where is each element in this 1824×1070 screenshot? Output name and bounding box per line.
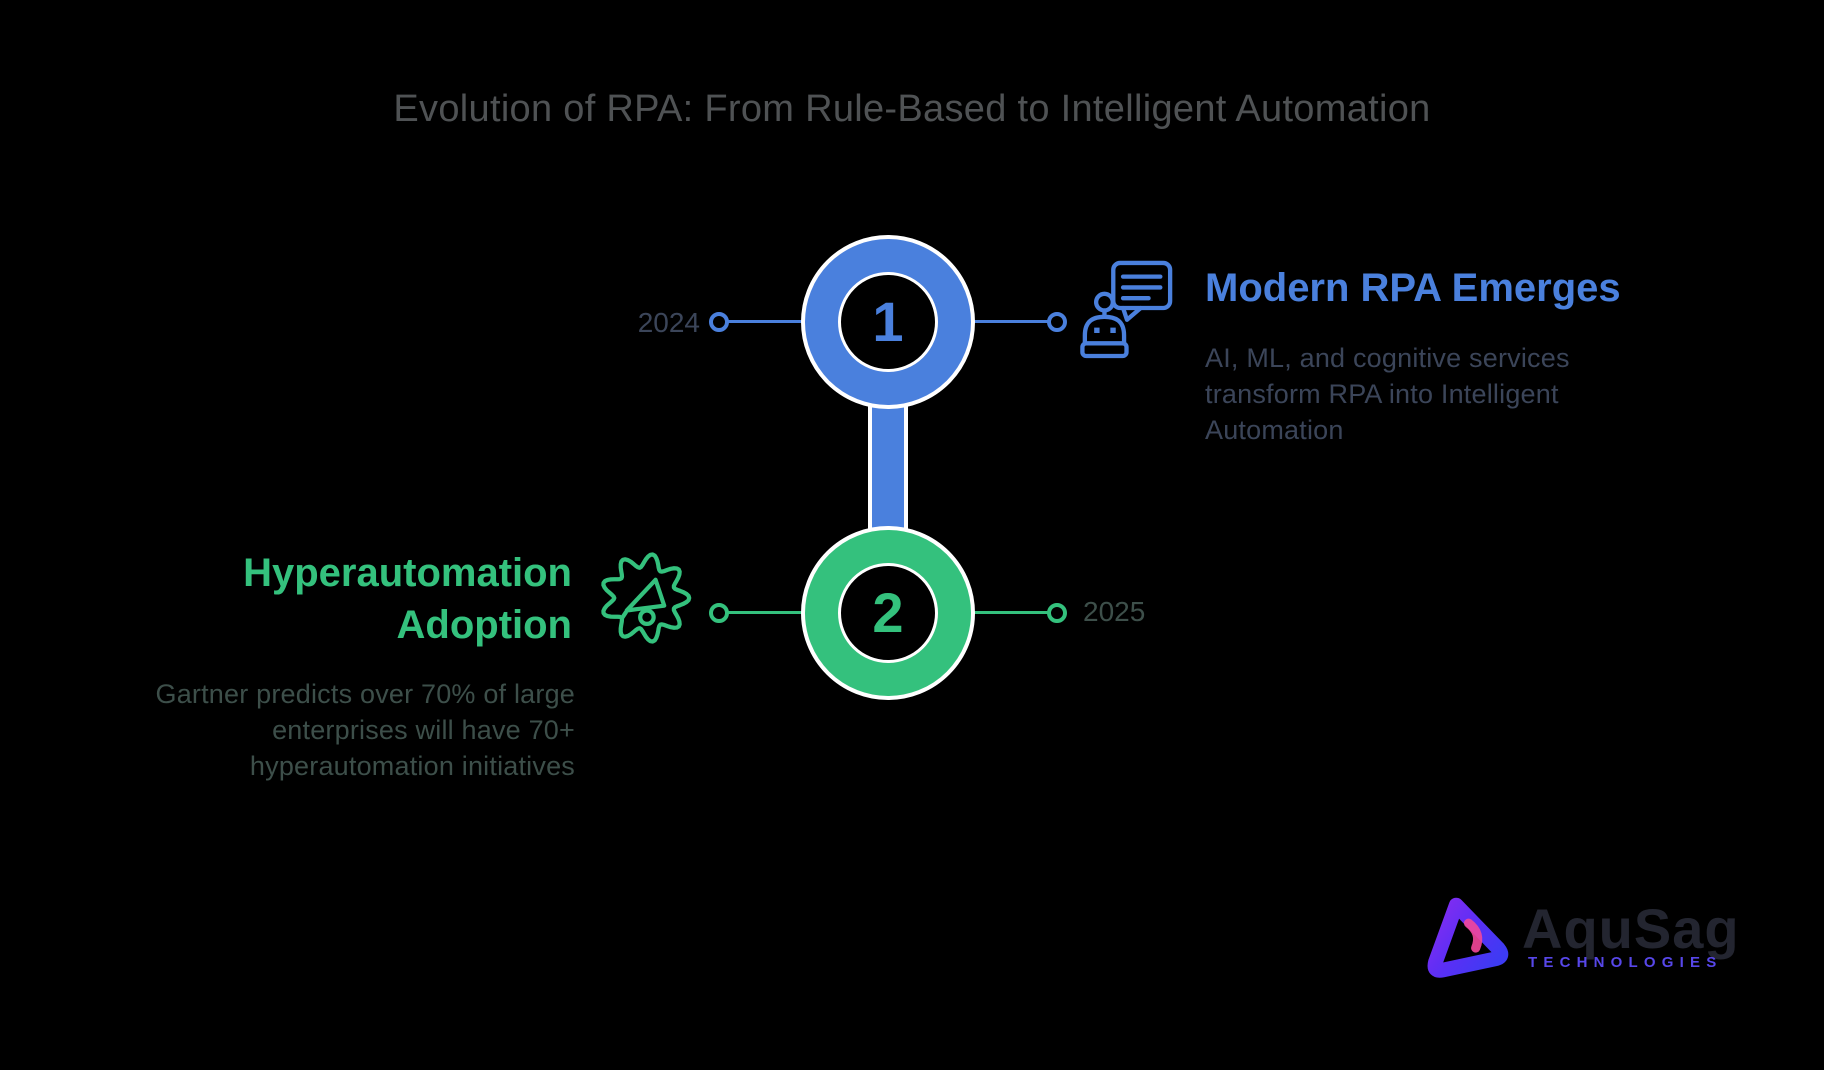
robot-base	[1080, 341, 1129, 359]
timeline-node-1-center: 1	[838, 272, 938, 372]
step1-description: AI, ML, and cognitive services transform…	[1205, 343, 1570, 445]
step-number: 1	[872, 290, 904, 353]
timeline-node-2-center: 2	[838, 563, 938, 663]
megaphone-handle	[638, 608, 656, 627]
logo-wordmark: AquSag	[1522, 897, 1740, 960]
robot-chat-icon	[1080, 260, 1173, 359]
step1-right-dot	[1047, 312, 1067, 332]
step1-left-line	[726, 320, 802, 323]
gear-outline	[601, 552, 692, 644]
logo-pink-accent	[1463, 918, 1483, 953]
gear-megaphone-icon	[601, 552, 692, 644]
step1-heading: Modern RPA Emerges	[1205, 266, 1621, 310]
timeline-node-1: 1	[801, 235, 975, 409]
logo-subtitle: TECHNOLOGIES	[1528, 954, 1723, 971]
timeline-node-2: 2	[801, 526, 975, 700]
step2-right-dot	[1047, 603, 1067, 623]
step2-left-dot	[709, 603, 729, 623]
page-title: Evolution of RPA: From Rule-Based to Int…	[393, 88, 1431, 130]
step2-year-label: 2025	[1083, 596, 1146, 627]
step1-right-line	[973, 320, 1048, 323]
step2-heading: Hyperautomation Adoption	[243, 551, 572, 647]
step2-left-line	[726, 611, 802, 614]
megaphone-cone	[624, 577, 667, 613]
step2-right-line	[973, 611, 1048, 614]
aqusag-logo-icon	[1427, 897, 1509, 978]
step1-left-dot	[709, 312, 729, 332]
step2-description: Gartner predicts over 70% of large enter…	[155, 679, 575, 781]
step1-year-label: 2024	[637, 307, 700, 338]
robot-head	[1082, 314, 1127, 346]
robot-antenna	[1093, 291, 1115, 313]
step-number: 2	[872, 581, 904, 644]
